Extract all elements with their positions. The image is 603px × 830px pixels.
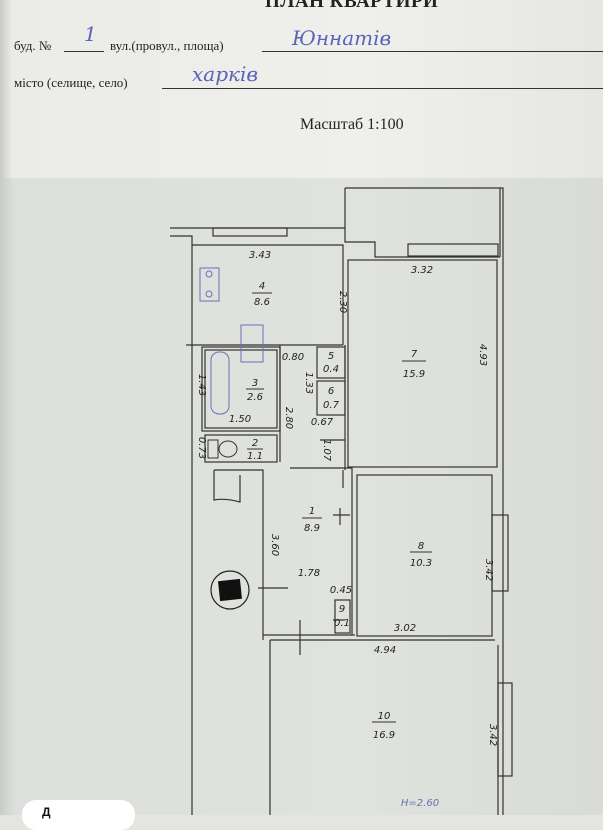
- room-7-number: 7: [411, 349, 418, 360]
- page-title: ПЛАН КВАРТИРИ: [265, 0, 439, 12]
- room-8-number: 8: [418, 541, 424, 552]
- room7-window: [407, 243, 499, 257]
- room-4-area: 8.6: [254, 297, 270, 308]
- dim-toilet-depth: 0.73: [196, 437, 207, 459]
- city-line: [162, 73, 603, 89]
- toilet-icon: [207, 439, 238, 459]
- building-number: 1: [84, 22, 97, 46]
- kitchen-window: [212, 227, 288, 237]
- room-1-area: 8.9: [304, 523, 320, 534]
- room-5-area: 0.4: [323, 364, 339, 375]
- scale-label: Масштаб 1:100: [300, 116, 404, 133]
- dim-closet9-width: 0.45: [330, 585, 352, 596]
- dim-hall-len: 3.60: [269, 534, 280, 556]
- street-label: вул.(провул., площа): [110, 38, 224, 53]
- redacted-mark: [218, 578, 242, 602]
- city-value: харків: [192, 62, 258, 86]
- room8-window: [491, 514, 509, 592]
- room-1-number: 1: [309, 506, 315, 517]
- dim-room7-width: 3.32: [411, 265, 433, 276]
- walls: [170, 187, 513, 815]
- street-value: Юннатів: [292, 26, 392, 50]
- dim-bath-width: 1.50: [229, 414, 251, 425]
- dim-room8-width: 3.02: [394, 623, 416, 634]
- closet-9: [334, 599, 351, 634]
- dim-corridor-len: 1.07: [321, 439, 332, 462]
- room10-window: [497, 682, 513, 777]
- room-10-number: 10: [378, 711, 391, 722]
- dim-closet-depth: 1.33: [303, 372, 314, 394]
- dim-corridor-width: 0.67: [311, 417, 334, 428]
- room-8-area: 10.3: [410, 558, 432, 569]
- fixtures: [199, 267, 264, 415]
- room-10-area: 16.9: [373, 730, 395, 741]
- ceiling-height: H=2.60: [401, 798, 439, 809]
- overlay-bubble-label: Д: [42, 805, 51, 819]
- dim-room10-width: 4.94: [374, 645, 396, 656]
- stove-icon: [199, 267, 220, 302]
- dim-room7-depth: 4.93: [477, 344, 488, 366]
- dim-closet-gap: 0.80: [282, 352, 304, 363]
- bathtub-icon: [210, 351, 230, 415]
- room-6-area: 0.7: [323, 400, 340, 411]
- room-2-area: 1.1: [247, 451, 263, 462]
- dim-room10-depth: 3.42: [487, 724, 498, 746]
- dim-room8-depth: 3.42: [483, 559, 494, 581]
- room-2-number: 2: [252, 438, 258, 449]
- room-3-number: 3: [252, 378, 258, 389]
- room-9-number: 9: [339, 604, 345, 615]
- overlay-bubble[interactable]: Д: [22, 800, 135, 830]
- room-5-number: 5: [328, 351, 334, 362]
- room-6-number: 6: [328, 386, 334, 397]
- dim-kitchen-width: 3.43: [249, 250, 271, 261]
- dim-bath-depth: 1.43: [196, 374, 207, 396]
- building-line: [64, 36, 104, 52]
- room-3-area: 2.6: [247, 392, 263, 403]
- dim-kitchen-depth: 2.30: [337, 291, 348, 313]
- room-labels: 4 8.6 7 15.9 3 2.6 2 1.1 5 0.4 6 0.7 1 8…: [246, 281, 432, 741]
- dim-hall-width: 1.78: [298, 568, 320, 579]
- room-4-number: 4: [259, 281, 265, 292]
- room-9-area: 0.1: [334, 618, 350, 629]
- room-7-area: 15.9: [403, 369, 425, 380]
- sink-icon: [240, 324, 264, 363]
- form-header-area: [0, 0, 603, 178]
- street-line: [262, 36, 603, 52]
- city-label: місто (селище, село): [14, 75, 128, 90]
- riser-marker: [210, 570, 250, 610]
- dim-corridor-side: 2.80: [283, 407, 294, 429]
- dimension-labels: 3.43 2.30 3.32 4.93 1.43 1.50 0.73 0.80 …: [196, 250, 498, 809]
- building-label: буд. №: [14, 38, 52, 53]
